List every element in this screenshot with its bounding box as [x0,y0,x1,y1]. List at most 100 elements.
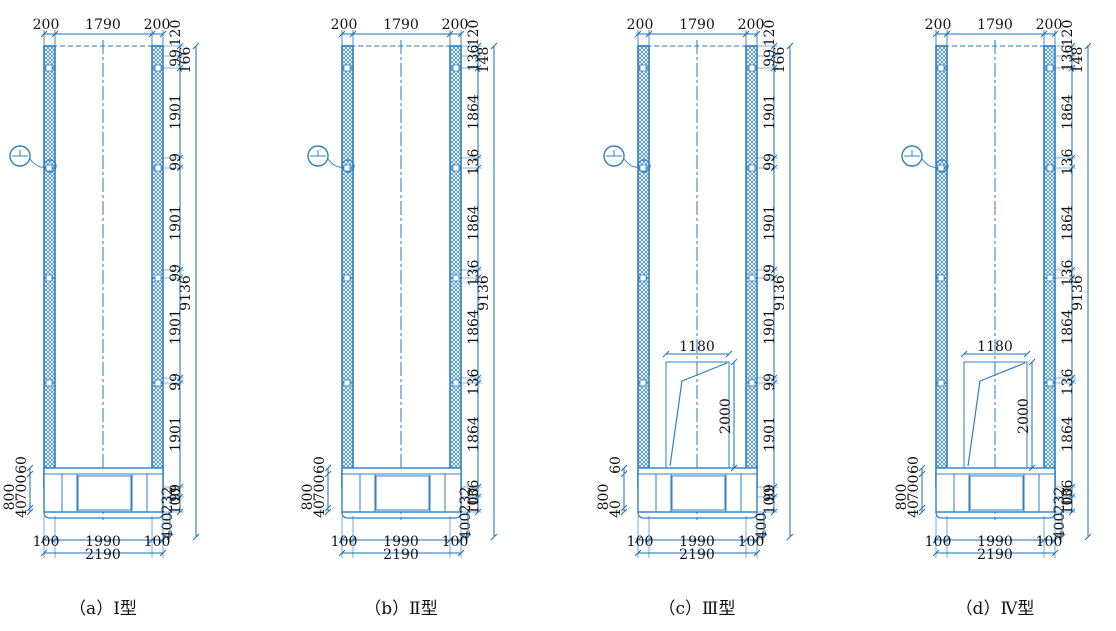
joint-plate [452,164,460,172]
right-segment-label: 136 [466,45,482,72]
dimension-tick [349,30,357,38]
dimension-tick [176,483,184,491]
bottom-dim-left: 100 [627,534,654,550]
joint-plate [452,274,460,282]
bottom-dim-middle: 1990 [679,534,715,550]
dimension-tick [1068,379,1076,387]
dimension-tick [324,508,332,516]
dimension-tick [1068,164,1076,172]
right-segment-label: 1901 [762,205,778,241]
right-segment-label: 99 [168,153,184,171]
dimension-tick [634,30,642,38]
dimension-tick [620,508,628,516]
top-dim-middle: 1790 [977,17,1013,33]
joint-plate [748,379,756,387]
dimension-tick [176,274,184,282]
dimension-tick [159,30,167,38]
bottom-dim-left: 100 [33,534,60,550]
right-segment-label: 100 [168,488,184,515]
dimension-tick [159,549,167,557]
right-segment-label: 1901 [168,416,184,452]
dimension-tick [26,464,34,472]
dimension-tick [474,154,482,162]
dimension-tick [474,266,482,274]
dimension-tick [770,52,778,60]
dimension-tick [786,533,794,541]
left-dim-label: 700 [312,475,328,502]
left-wall [637,45,650,488]
right-segment-label: 100 [762,488,778,515]
dimension-tick [770,64,778,72]
dimension-tick [192,42,200,50]
dimension-tick [192,533,200,541]
dimension-tick [645,30,653,38]
dimension-tick [1051,536,1059,544]
dimension-tick [464,508,472,516]
dimension-tick [176,64,184,72]
dimension-tick [176,508,184,516]
dimension-tick [1068,154,1076,162]
dimension-tick [1058,508,1066,516]
bottom-total-label: 2190 [85,547,121,563]
dimension-tick [760,533,768,541]
dimension-tick [1068,266,1076,274]
right-segment-label: 99 [168,49,184,67]
joint-plate [639,379,647,387]
joint-plate [748,64,756,72]
right-segment-label: 136 [1060,260,1076,287]
left-dim-label: 60 [906,456,922,474]
dimension-tick [1084,533,1092,541]
inner-box-width-label: 1180 [977,339,1013,355]
joint-plate [45,64,53,72]
joint-plate [1046,379,1054,387]
right-segment-label: 1901 [762,416,778,452]
dimension-tick [1051,30,1059,38]
base-right-label: 232 [1052,487,1068,514]
dimension-tick [490,533,498,541]
left-dim-label: 700 [14,475,30,502]
left-dim-label: 800 [2,484,18,511]
dimension-tick [742,30,750,38]
dimension-tick [786,42,794,50]
right-segment-label: 1864 [466,416,482,452]
top-dim-right: 200 [144,17,171,33]
dimension-tick [634,549,642,557]
dimension-tick [918,504,926,512]
right-segment-label: 1864 [466,205,482,241]
joint-plate [639,64,647,72]
inner-box-diagonal [967,362,1026,467]
dimension-tick [1068,274,1076,282]
joint-plate [1046,274,1054,282]
dimension-tick [753,549,761,557]
dimension-tick [26,470,34,478]
inner-box [665,361,730,469]
left-wall [43,45,56,488]
detail-target-circle [341,159,355,173]
dimension-tick [176,493,184,501]
dimension-tick [474,493,482,501]
base-slab [637,467,758,513]
dimension-tick [770,508,778,516]
dimension-tick [40,549,48,557]
dimension-tick [932,536,940,544]
base-right-label: 400 [754,513,770,540]
bottom-dim-right: 100 [442,534,469,550]
bottom-dim-left: 100 [925,534,952,550]
dimension-tick [770,493,778,501]
base-right-label: 400 [458,513,474,540]
joint-plate [154,164,162,172]
dimension-tick [457,549,465,557]
bottom-dim-middle: 1990 [977,534,1013,550]
joint-plate [343,379,351,387]
joint-plate [154,379,162,387]
right-segment-label: 136 [1060,480,1076,507]
dimension-tick [620,464,628,472]
right-segment-label: 136 [466,149,482,176]
inner-box-diagonal [669,362,728,467]
dimension-tick [725,350,733,358]
base-chamber [77,475,132,511]
dimension-tick [490,42,498,50]
right-segment-label: 1864 [466,94,482,130]
base-right-label: 400 [1052,513,1068,540]
